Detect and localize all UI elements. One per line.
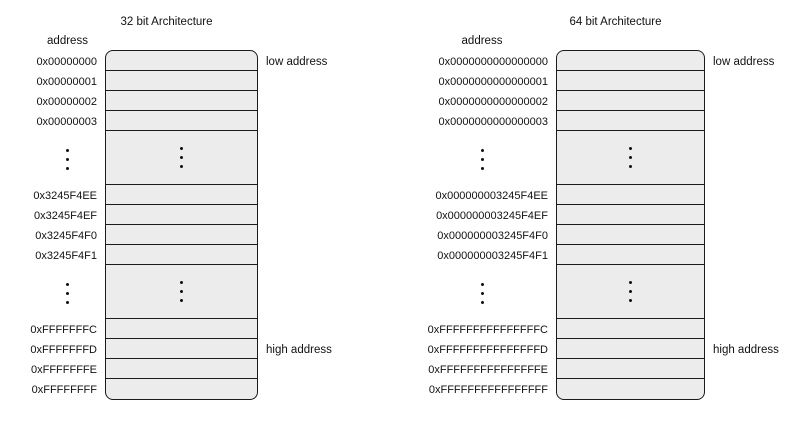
address-ellipsis	[408, 132, 556, 186]
address-ellipsis	[408, 266, 556, 320]
high-address-label: high address	[713, 344, 779, 356]
memory-cell	[106, 225, 257, 245]
memory-cell	[557, 111, 704, 131]
address-label: 0x000000003245F4EE	[435, 190, 548, 202]
memory-cell	[557, 225, 704, 245]
memory-cell	[106, 71, 257, 91]
memory-box-column	[105, 50, 258, 400]
address-label: 0x3245F4F1	[35, 250, 97, 262]
vertical-ellipsis-icon	[480, 282, 484, 304]
diagram-title-32bit: 32 bit Architecture	[120, 16, 213, 28]
memory-cell	[557, 185, 704, 205]
vertical-ellipsis-icon	[66, 148, 69, 170]
vertical-ellipsis-icon	[66, 282, 69, 304]
address-label: 0x00000002	[36, 96, 97, 108]
memory-gap-cell	[106, 131, 257, 185]
memory-cell	[106, 245, 257, 265]
vertical-ellipsis-icon	[180, 281, 183, 302]
address-column-header: address	[461, 35, 503, 47]
memory-cell	[557, 339, 704, 359]
memory-cell	[557, 71, 704, 91]
memory-cell	[557, 205, 704, 225]
memory-cell	[106, 379, 257, 399]
low-address-label: low address	[266, 56, 328, 68]
address-label: 0x00000003	[36, 116, 97, 128]
memory-cell	[106, 339, 257, 359]
address-label: 0x000000003245F4F0	[437, 230, 548, 242]
address-label: 0xFFFFFFFFFFFFFFFD	[427, 344, 548, 356]
memory-cell	[557, 51, 704, 71]
address-ellipsis	[30, 266, 105, 320]
address-label: 0xFFFFFFFFFFFFFFFF	[428, 384, 548, 396]
address-label: 0x3245F4F0	[35, 230, 97, 242]
memory-gap-cell	[557, 265, 704, 319]
high-address-label: high address	[266, 344, 332, 356]
memory-box	[556, 50, 705, 400]
spacer	[258, 72, 358, 340]
memory-box	[105, 50, 258, 400]
address-label: 0xFFFFFFFF	[31, 384, 97, 396]
address-label: 0x000000003245F4F1	[437, 250, 548, 262]
memory-cell	[106, 91, 257, 111]
address-label: 0x0000000000000001	[438, 76, 548, 88]
diagram-32bit: 32 bit Architecture address 0x00000000 0…	[30, 14, 358, 400]
memory-cell	[106, 185, 257, 205]
memory-box-column	[556, 50, 705, 400]
memory-gap-cell	[557, 131, 704, 185]
diagram-title-64bit: 64 bit Architecture	[569, 16, 662, 28]
address-label: 0x0000000000000002	[438, 96, 548, 108]
vertical-ellipsis-icon	[629, 281, 632, 302]
memory-cell	[557, 91, 704, 111]
address-label: 0xFFFFFFFC	[30, 324, 97, 336]
memory-cell	[106, 319, 257, 339]
address-label: 0x0000000000000003	[438, 116, 548, 128]
address-label: 0x00000000	[36, 56, 97, 68]
memory-cell	[106, 51, 257, 71]
memory-cell	[557, 319, 704, 339]
memory-cell	[557, 359, 704, 379]
address-label: 0xFFFFFFFFFFFFFFFE	[428, 364, 548, 376]
side-label-column: low address high address	[258, 50, 358, 360]
vertical-ellipsis-icon	[629, 147, 632, 168]
memory-cell	[106, 205, 257, 225]
address-label: 0x0000000000000000	[438, 56, 548, 68]
address-label: 0x3245F4EE	[33, 190, 97, 202]
address-column-header: address	[47, 35, 88, 47]
address-column: address 0x00000000 0x00000001 0x00000002…	[30, 32, 105, 400]
vertical-ellipsis-icon	[180, 147, 183, 168]
address-label: 0x00000001	[36, 76, 97, 88]
address-ellipsis	[30, 132, 105, 186]
side-label-column: low address high address	[705, 50, 805, 360]
spacer	[705, 72, 805, 340]
vertical-ellipsis-icon	[480, 148, 484, 170]
address-label: 0xFFFFFFFE	[31, 364, 97, 376]
memory-cell	[557, 379, 704, 399]
memory-cell	[106, 111, 257, 131]
address-label: 0xFFFFFFFD	[30, 344, 97, 356]
memory-cell	[106, 359, 257, 379]
address-label: 0xFFFFFFFFFFFFFFFC	[427, 324, 548, 336]
memory-gap-cell	[106, 265, 257, 319]
address-label: 0x000000003245F4EF	[436, 210, 548, 222]
memory-cell	[557, 245, 704, 265]
low-address-label: low address	[713, 56, 775, 68]
address-column: address 0x0000000000000000 0x00000000000…	[408, 32, 556, 400]
diagram-64bit: 64 bit Architecture address 0x0000000000…	[408, 14, 805, 400]
address-label: 0x3245F4EF	[34, 210, 97, 222]
